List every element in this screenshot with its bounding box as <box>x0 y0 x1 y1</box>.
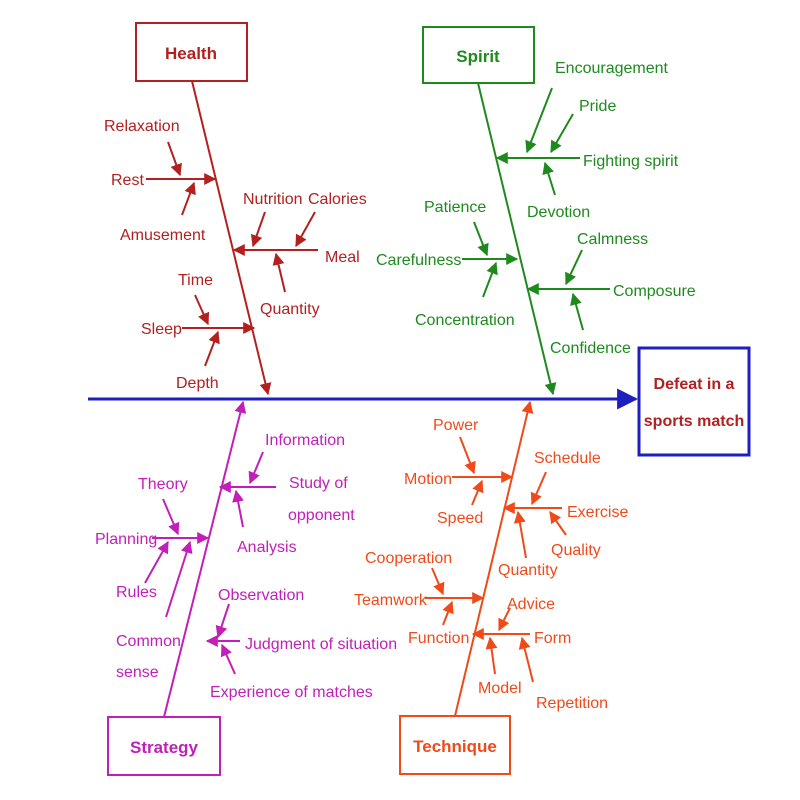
spirit-branch <box>422 26 610 396</box>
spirit-calmness: Calmness <box>577 231 648 248</box>
spirit-confidence: Confidence <box>550 340 631 357</box>
strategy-experience: Experience of matches <box>210 684 373 701</box>
technique-branch <box>399 400 567 775</box>
effect-box <box>637 346 751 457</box>
encouragement-arrow <box>525 87 553 154</box>
strategy-rules: Rules <box>116 584 157 601</box>
strategy-analysis: Analysis <box>237 539 297 556</box>
technique-title: Technique <box>413 737 497 756</box>
devotion-arrow <box>542 161 556 196</box>
strategy-judgment: Judgment of situation <box>245 636 397 653</box>
patience-arrow <box>473 221 489 257</box>
spirit-fighting-spirit: Fighting spirit <box>583 153 679 170</box>
technique-motion: Motion <box>404 471 452 488</box>
spirit-devotion: Devotion <box>527 204 590 221</box>
strategy-bone <box>163 400 247 718</box>
quality-arrow <box>549 511 567 536</box>
theory-arrow <box>162 498 180 536</box>
health-time: Time <box>178 272 213 289</box>
technique-function: Function <box>408 630 469 647</box>
effect-line1: Defeat in a <box>654 376 735 393</box>
schedule-arrow <box>530 471 547 506</box>
cooperation-arrow <box>431 567 445 596</box>
strategy-study-line2: opponent <box>288 507 355 524</box>
calories-arrow <box>295 211 316 248</box>
spirit-bone <box>477 82 557 396</box>
technique-quantity: Quantity <box>498 562 558 579</box>
health-meal: Meal <box>325 249 360 266</box>
technique-box <box>399 715 511 775</box>
technique-teamwork: Teamwork <box>354 592 428 609</box>
relaxation-arrow <box>167 141 182 177</box>
health-branch <box>135 22 318 396</box>
health-amusement: Amusement <box>120 227 206 244</box>
strategy-planning: Planning <box>95 531 157 548</box>
health-quantity: Quantity <box>260 301 320 318</box>
technique-cooperation: Cooperation <box>365 550 452 567</box>
health-calories: Calories <box>308 191 367 208</box>
strategy-branch <box>107 400 276 776</box>
calmness-arrow <box>565 249 583 286</box>
time-arrow <box>194 294 210 326</box>
effect-line2: sports match <box>644 413 744 430</box>
amusement-arrow <box>181 181 196 216</box>
spirit-encouragement: Encouragement <box>555 60 669 77</box>
spirit-title: Spirit <box>456 47 500 66</box>
technique-repetition: Repetition <box>536 695 608 712</box>
spirit-concentration: Concentration <box>415 312 515 329</box>
technique-advice: Advice <box>507 596 555 613</box>
health-relaxation: Relaxation <box>104 118 180 135</box>
rules-arrow <box>144 540 169 584</box>
nutrition-arrow <box>250 211 266 248</box>
health-nutrition: Nutrition <box>243 191 303 208</box>
strategy-common-line2: sense <box>116 664 159 681</box>
health-depth: Depth <box>176 375 219 392</box>
common-sense-arrow <box>165 540 193 618</box>
power-arrow <box>459 436 476 475</box>
quantity-arrow <box>272 252 286 293</box>
information-arrow <box>248 451 264 485</box>
health-sleep: Sleep <box>141 321 182 338</box>
model-arrow <box>485 636 498 675</box>
technique-model: Model <box>478 680 522 697</box>
quantity-t-arrow <box>513 510 527 559</box>
pride-arrow <box>550 113 574 154</box>
speed-arrow <box>471 479 484 506</box>
health-rest: Rest <box>111 172 144 189</box>
technique-speed: Speed <box>437 510 483 527</box>
strategy-common-line1: Common <box>116 633 181 650</box>
strategy-box <box>107 716 221 776</box>
repetition-arrow <box>518 636 534 683</box>
function-arrow <box>442 600 454 626</box>
experience-arrow <box>220 643 236 675</box>
analysis-arrow <box>232 489 244 528</box>
spirit-pride: Pride <box>579 98 616 115</box>
advice-arrow <box>498 607 511 632</box>
strategy-study-line1: Study of <box>289 475 348 492</box>
spirit-composure: Composure <box>613 283 696 300</box>
strategy-observation: Observation <box>218 587 304 604</box>
health-title: Health <box>165 44 217 63</box>
technique-bone <box>454 400 534 717</box>
observation-arrow <box>215 603 230 639</box>
confidence-arrow <box>570 292 584 331</box>
strategy-theory: Theory <box>138 476 188 493</box>
depth-arrow <box>204 330 220 367</box>
strategy-information: Information <box>265 432 345 449</box>
technique-schedule: Schedule <box>534 450 601 467</box>
technique-form: Form <box>534 630 571 647</box>
health-box <box>135 22 248 82</box>
strategy-title: Strategy <box>130 738 199 757</box>
technique-exercise: Exercise <box>567 504 628 521</box>
spirit-carefulness: Carefulness <box>376 252 461 269</box>
concentration-arrow <box>482 261 498 298</box>
technique-quality: Quality <box>551 542 601 559</box>
health-bone <box>191 80 272 396</box>
technique-power: Power <box>433 417 479 434</box>
spirit-patience: Patience <box>424 199 486 216</box>
